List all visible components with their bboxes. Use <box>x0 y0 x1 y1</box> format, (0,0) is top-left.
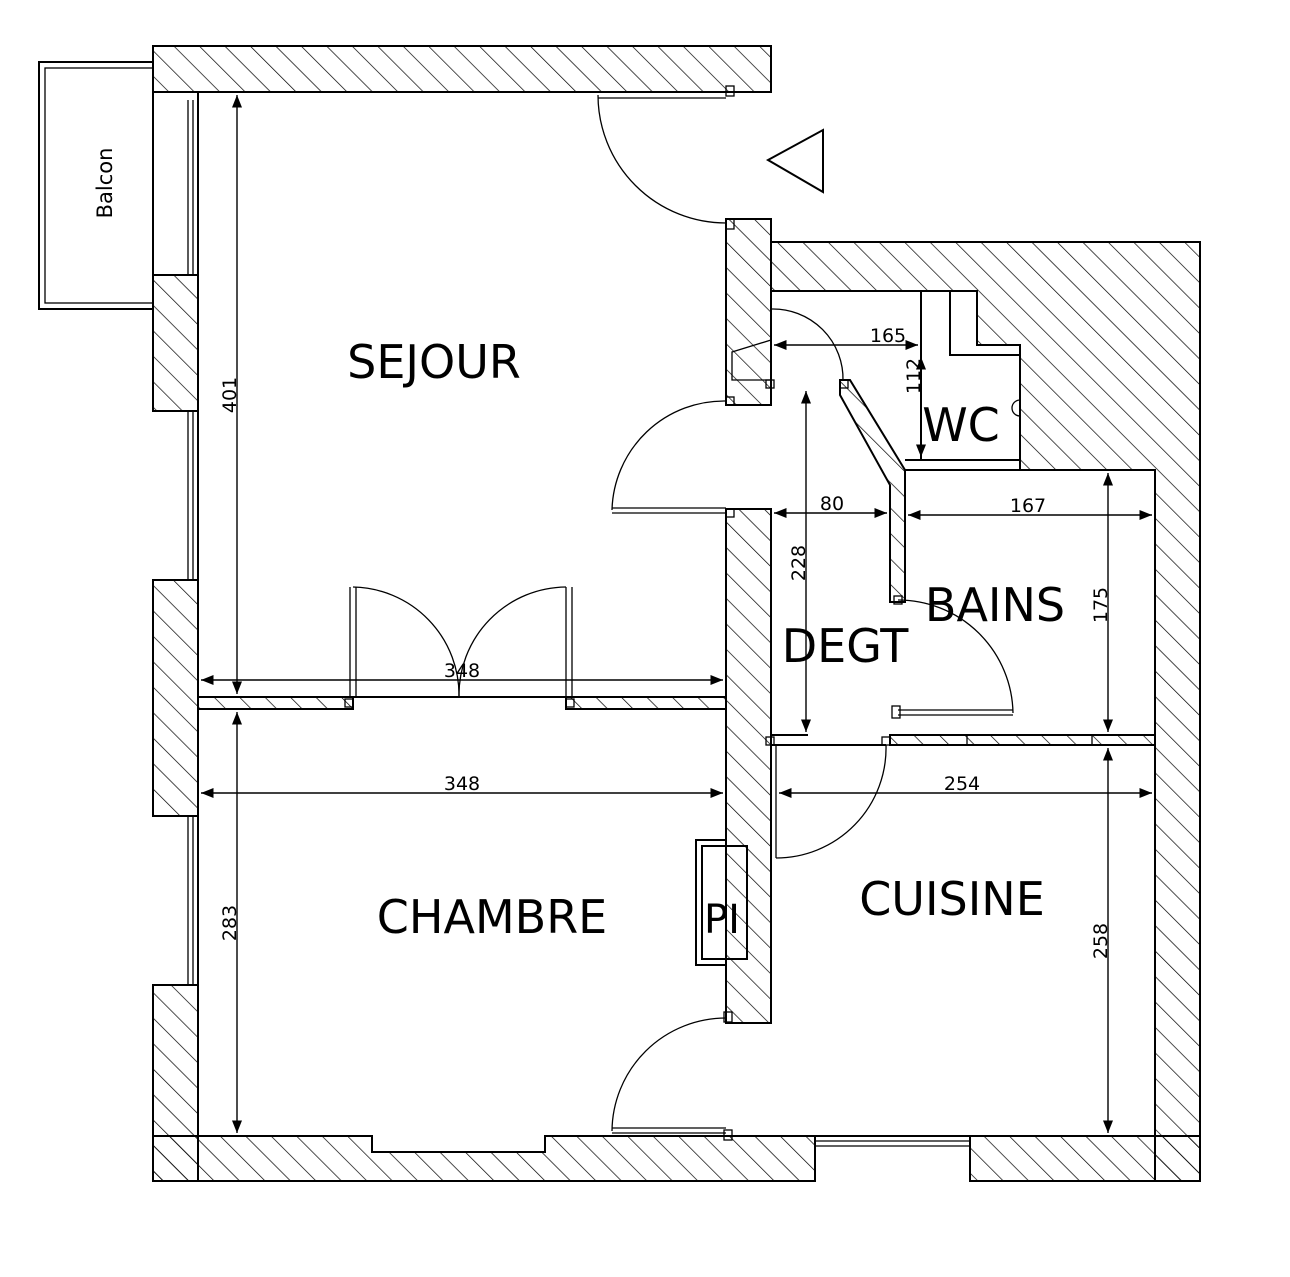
room-label-bains: BAINS <box>925 578 1065 632</box>
door-double-right <box>458 586 567 698</box>
wall-left-middle <box>152 579 199 817</box>
walls <box>152 45 1201 1182</box>
dim-cuisine-height: 258 <box>1090 923 1112 959</box>
wall-sejour-chambre-right <box>565 696 727 710</box>
wall-bains-bottom <box>889 734 1156 746</box>
wall-bottom-chambre <box>152 1135 816 1182</box>
dim-sejour-height: 401 <box>219 377 241 413</box>
door-cuisine <box>775 744 887 859</box>
room-label-pi: PI <box>704 897 740 943</box>
doors <box>344 85 1014 1141</box>
wall-right-shell <box>770 241 1201 1182</box>
dimension-labels: 401 348 348 283 228 80 165 112 167 175 2… <box>219 325 1112 959</box>
room-label-sejour: SEJOUR <box>347 335 521 389</box>
room-outlines <box>38 61 1155 1147</box>
dim-degt-height: 228 <box>788 545 810 581</box>
fireplace <box>695 839 727 966</box>
dim-bains-height: 175 <box>1090 587 1112 623</box>
wall-sejour-chambre-left <box>197 696 354 710</box>
wall-top-sejour <box>152 45 772 93</box>
room-label-cuisine: CUISINE <box>859 872 1045 926</box>
entrance-arrow-icon <box>765 128 824 194</box>
door-chambre <box>611 1017 727 1132</box>
door-double-left <box>352 586 460 698</box>
door-sejour-degt <box>611 400 727 511</box>
room-label-chambre: CHAMBRE <box>377 890 607 944</box>
door-entrance <box>597 94 727 224</box>
dim-wc-height: 112 <box>903 358 925 394</box>
door-wc <box>770 308 844 382</box>
room-label-balcon: Balcon <box>93 148 117 219</box>
dim-bains-width: 167 <box>1010 495 1046 517</box>
dim-degt-width: 80 <box>820 493 844 515</box>
wall-wc-diagonal <box>839 379 906 603</box>
room-labels: SEJOUR CHAMBRE CUISINE BAINS DEGT WC PI … <box>93 148 1065 944</box>
wall-central-lower <box>725 508 772 1024</box>
dim-wc-width: 165 <box>870 325 906 347</box>
door-bains <box>897 599 1014 714</box>
dim-sejour-width: 348 <box>444 660 480 682</box>
dim-chambre-width: 348 <box>444 773 480 795</box>
dimension-lines <box>201 95 1152 1133</box>
room-label-wc: WC <box>922 398 1000 452</box>
wall-central-upper <box>725 218 772 406</box>
wall-left-upper <box>152 274 199 412</box>
dim-cuisine-width: 254 <box>944 773 980 795</box>
room-label-degt: DEGT <box>782 619 909 673</box>
dim-chambre-height: 283 <box>219 905 241 941</box>
